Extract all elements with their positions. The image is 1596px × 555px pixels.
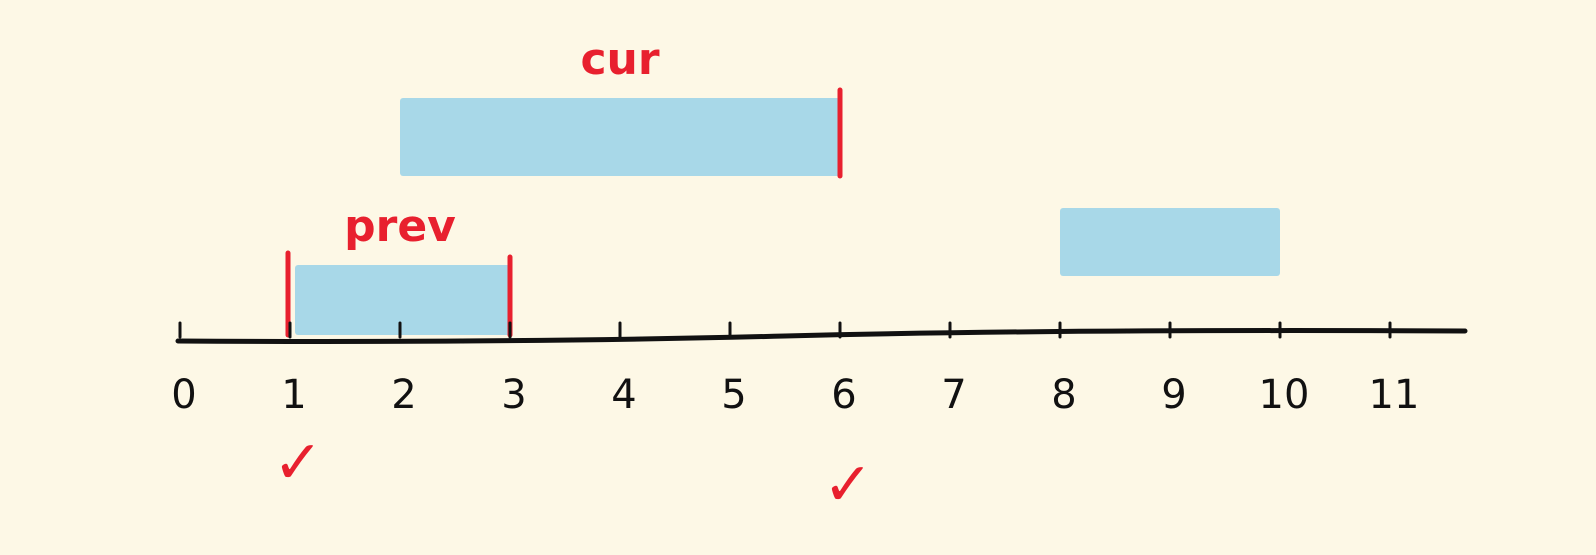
tick-label-1: 1 (281, 372, 306, 418)
tick-label-10: 10 (1259, 372, 1310, 418)
interval-label-cur: cur (580, 34, 659, 85)
interval-bar-cur (400, 98, 840, 176)
check-6-icon: ✓ (823, 450, 873, 520)
tick-label-8: 8 (1051, 372, 1076, 418)
check-1-icon: ✓ (273, 428, 323, 498)
tick-label-7: 7 (941, 372, 966, 418)
interval-label-prev: prev (344, 201, 456, 252)
axis-line (175, 328, 1468, 344)
number-line (175, 321, 1468, 344)
check-marks: ✓✓ (273, 428, 873, 520)
tick-label-3: 3 (501, 372, 526, 418)
tick-label-9: 9 (1161, 372, 1186, 418)
interval-prev: prev (285, 201, 513, 338)
interval-bar-prev (295, 265, 510, 335)
tick-label-11: 11 (1369, 372, 1420, 418)
interval-bar-third (1060, 208, 1280, 276)
tick-label-4: 4 (611, 372, 636, 418)
tick-label-0: 0 (171, 372, 196, 418)
interval-cur: cur (400, 34, 843, 179)
interval-third (1060, 208, 1280, 276)
tick-labels: 0 1 2 3 4 5 6 7 8 9 10 11 (171, 372, 1419, 418)
tick-label-5: 5 (721, 372, 746, 418)
tick-label-6: 6 (831, 372, 856, 418)
intervals-layer: prev cur (285, 34, 1280, 338)
tick-label-2: 2 (391, 372, 416, 418)
